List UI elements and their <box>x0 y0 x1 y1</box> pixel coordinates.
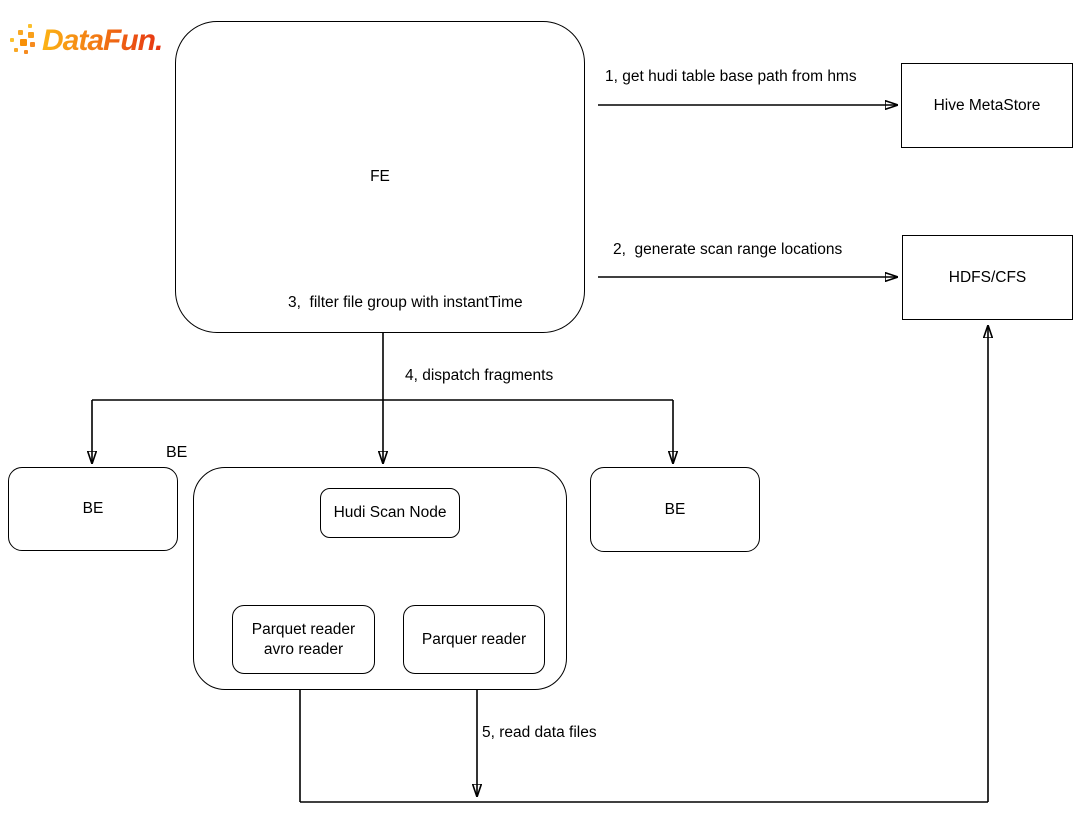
edge-label-step4: 4, dispatch fragments <box>405 367 554 386</box>
node-be-right-label: BE <box>664 500 686 518</box>
node-parquer-reader-label: Parquer reader <box>421 630 527 648</box>
node-fe-label: FE <box>370 168 390 186</box>
node-hive-metastore-label: Hive MetaStore <box>933 96 1041 114</box>
be-middle-tag-label: BE <box>166 443 188 463</box>
node-hive-metastore: Hive MetaStore <box>901 63 1073 148</box>
node-hudi-scan-node-label: Hudi Scan Node <box>333 504 447 522</box>
datafun-logo: DataFun. <box>10 22 163 60</box>
node-fe: FE <box>175 21 585 333</box>
edge-label-step3: 3, filter file group with instantTime <box>288 294 523 313</box>
node-hudi-scan-node: Hudi Scan Node <box>320 488 460 538</box>
node-hdfs-cfs: HDFS/CFS <box>902 235 1073 320</box>
node-parquer-reader: Parquer reader <box>403 605 545 674</box>
node-parquet-avro-reader-line1: Parquet reader <box>251 621 356 639</box>
edge-label-step2: 2, generate scan range locations <box>613 241 843 260</box>
node-hdfs-cfs-label: HDFS/CFS <box>948 268 1027 286</box>
node-parquet-avro-reader-line2: avro reader <box>263 640 344 658</box>
node-be-left-label: BE <box>82 500 104 518</box>
logo-text: DataFun. <box>42 24 163 57</box>
edge-label-step1: 1, get hudi table base path from hms <box>605 68 857 87</box>
logo-pixels-icon <box>10 22 42 60</box>
node-be-left: BE <box>8 467 178 551</box>
edge-label-step5: 5, read data files <box>482 724 597 743</box>
node-parquet-avro-reader: Parquet reader avro reader <box>232 605 375 674</box>
node-be-right: BE <box>590 467 760 552</box>
